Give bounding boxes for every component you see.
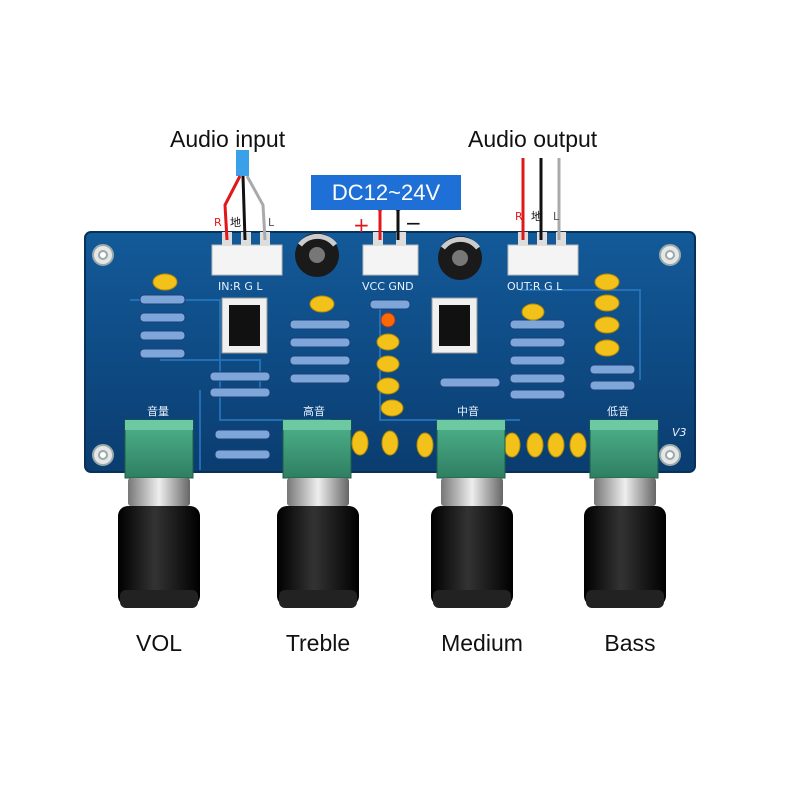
silk-bass: 低音 [607,404,629,418]
knobs [118,478,666,608]
output-wire-r: R [515,210,523,223]
plus-sign: + [353,213,370,237]
input-wire-r: R [214,216,222,229]
knob-label-vol: VOL [135,630,183,656]
knob-label-bass: Bass [604,630,656,656]
ic-chips [221,297,478,354]
silk-medium: 中音 [457,404,479,418]
power-led [380,312,396,328]
output-wires [521,158,561,240]
silk-power: VCC GND [362,280,414,293]
knob-vol [118,478,200,608]
silk-out: OUT:R G L [507,280,563,293]
output-wire-l: L [553,210,560,223]
minus-sign: − [405,211,422,235]
power-connector [362,232,419,276]
silk-treble: 高音 [303,404,325,418]
knob-treble [277,478,359,608]
ceramic-capacitors [152,273,620,458]
silk-version: V3 [672,426,687,439]
audio-output-label: Audio output [468,126,598,152]
knob-medium [431,478,513,608]
input-wire-gnd: 地 [230,216,241,229]
electrolytic-capacitors [295,233,482,280]
potentiometers [124,419,659,479]
pot-bass [589,419,659,479]
mounting-holes [92,244,681,466]
audio-input-label: Audio input [170,126,286,152]
resistors [139,294,636,460]
output-wire-gnd: 地 [531,210,542,223]
input-wires [223,150,267,241]
knob-label-medium: Medium [441,630,523,656]
silk-vol: 音量 [147,404,169,418]
knob-label-treble: Treble [285,630,351,656]
pot-medium [436,419,506,479]
knob-bass [584,478,666,608]
input-wire-l: L [268,216,275,229]
pot-vol [124,419,194,479]
pot-treble [282,419,352,479]
silk-in: IN:R G L [218,280,263,293]
power-badge: DC12~24V [311,175,461,210]
pcb [84,231,696,473]
